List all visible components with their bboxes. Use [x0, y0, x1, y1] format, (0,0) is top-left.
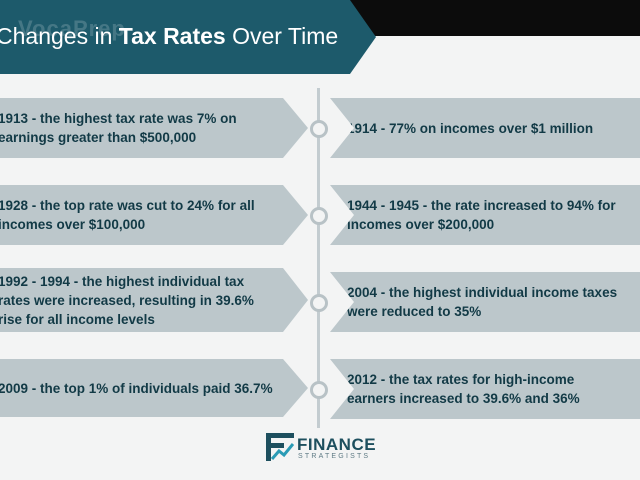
timeline-node [310, 207, 328, 225]
page-title: Changes in Tax Rates Over Time [0, 23, 338, 50]
timeline-node [310, 381, 328, 399]
logo-name: FINANCE [297, 435, 377, 454]
timeline-node [310, 294, 328, 312]
timeline-card-left: 1913 - the highest tax rate was 7% on ea… [0, 98, 308, 158]
title-suffix: Over Time [225, 23, 339, 49]
timeline-card-right: 1944 - 1945 - the rate increased to 94% … [330, 185, 640, 245]
timeline-card-left: 1992 - 1994 - the highest individual tax… [0, 268, 308, 332]
timeline-line [317, 88, 320, 428]
card-text: 2009 - the top 1% of individuals paid 36… [0, 380, 273, 396]
timeline-card-right: 2004 - the highest individual income tax… [330, 272, 640, 332]
logo-subtitle: STRATEGISTS [298, 453, 371, 460]
finance-strategists-logo: FINANCE STRATEGISTS [266, 433, 376, 463]
timeline-card-right: 2012 - the tax rates for high-income ear… [330, 359, 640, 419]
timeline-node [310, 120, 328, 138]
watermark: VocaPrep [18, 16, 126, 41]
card-text: 1992 - 1994 - the highest individual tax… [0, 273, 254, 327]
card-text: 1928 - the top rate was cut to 24% for a… [0, 198, 255, 232]
timeline-card-left: 2009 - the top 1% of individuals paid 36… [0, 359, 308, 417]
logo-mark-icon [266, 433, 294, 461]
card-text: 2012 - the tax rates for high-income ear… [347, 372, 580, 406]
card-text: 1944 - 1945 - the rate increased to 94% … [347, 198, 616, 232]
timeline-card-left: 1928 - the top rate was cut to 24% for a… [0, 185, 308, 245]
timeline-card-right: 1914 - 77% on incomes over $1 million [330, 98, 640, 158]
card-text: 1913 - the highest tax rate was 7% on ea… [0, 111, 237, 145]
title-emphasis: Tax Rates [118, 23, 226, 49]
card-text: 1914 - 77% on incomes over $1 million [347, 120, 594, 136]
header-banner: VocaPrep Changes in Tax Rates Over Time [0, 0, 376, 74]
title-prefix: Changes in [0, 23, 119, 49]
card-text: 2004 - the highest individual income tax… [347, 285, 618, 319]
